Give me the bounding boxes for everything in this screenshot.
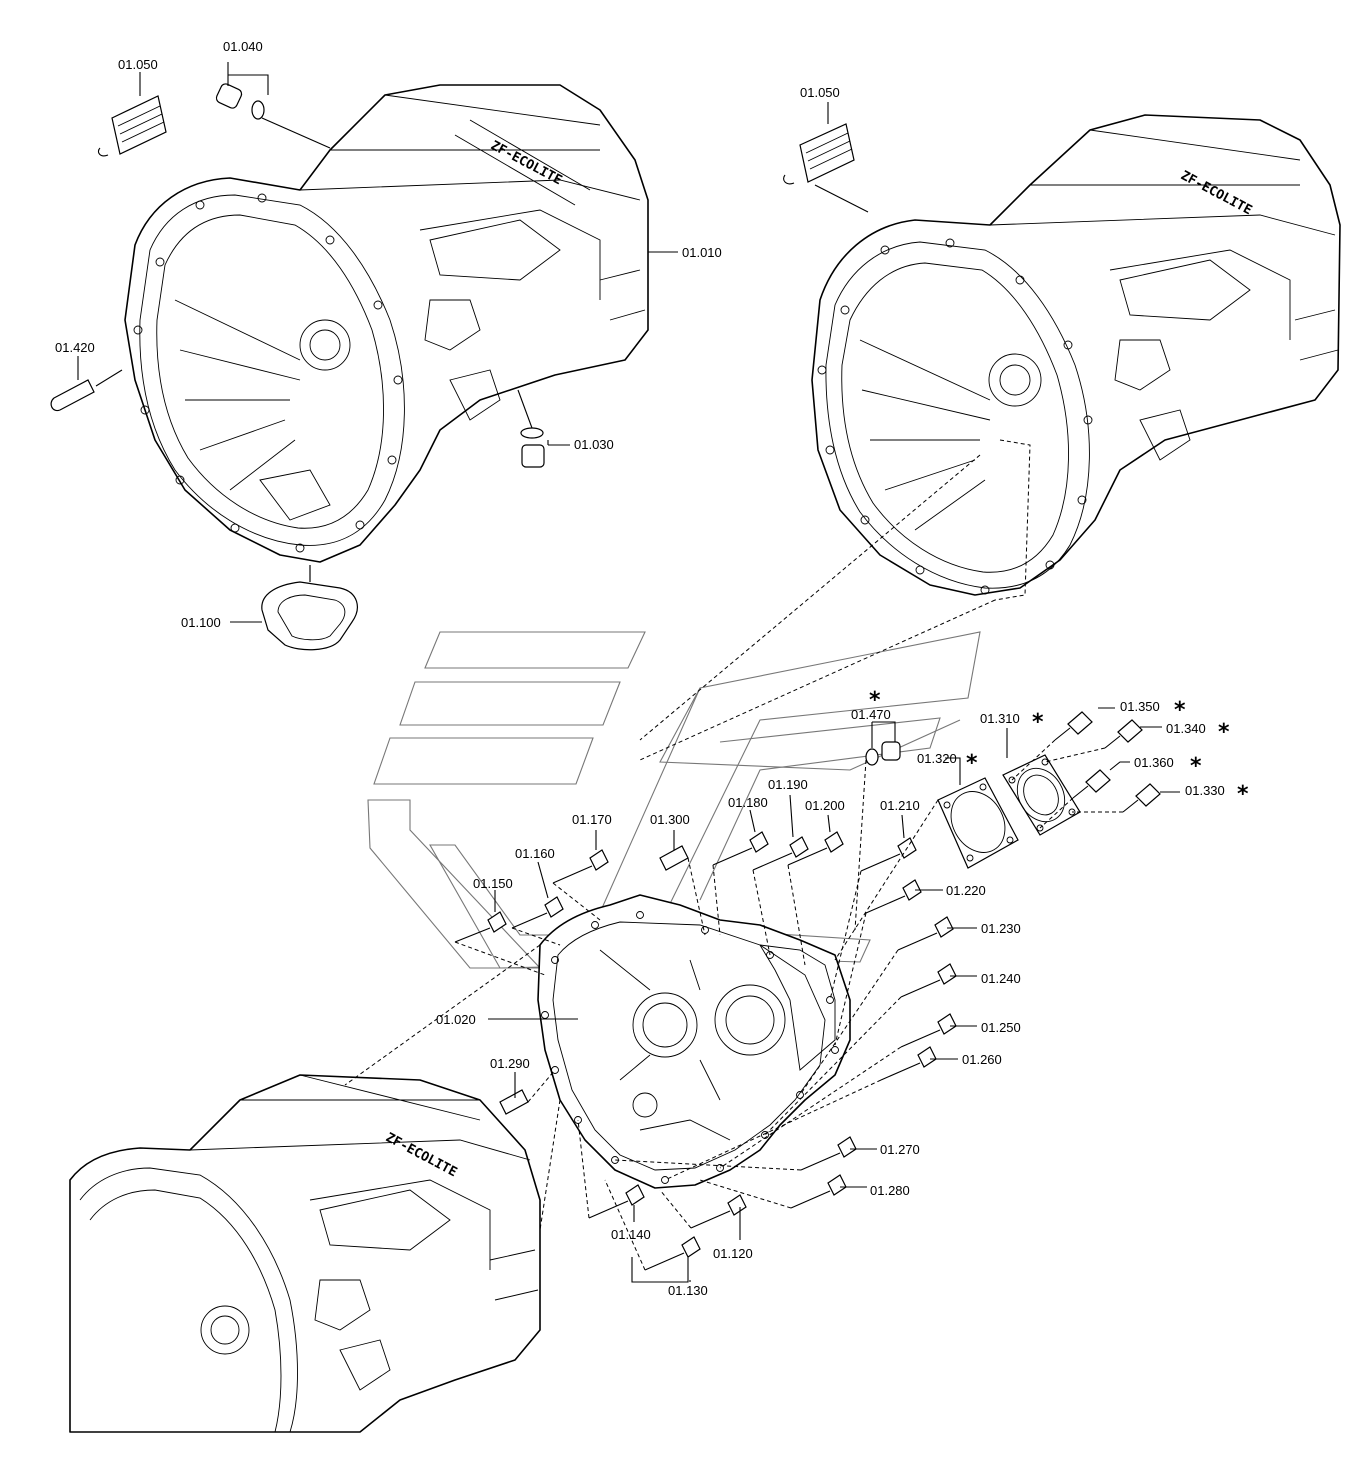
- label-01120: 01.120: [713, 1246, 753, 1261]
- plate-01050-top-left: [97, 95, 167, 157]
- label-01200: 01.200: [805, 798, 845, 813]
- plug-01030: [517, 389, 545, 468]
- cover-01310: [1002, 754, 1081, 836]
- housing-bolts: [454, 831, 957, 1271]
- label-01170: 01.170: [572, 812, 612, 827]
- label-01050-right: 01.050: [800, 85, 840, 100]
- marker-01350: *: [1174, 698, 1186, 723]
- marker-01330: *: [1237, 782, 1249, 807]
- label-01350: 01.350: [1120, 699, 1160, 714]
- label-01050-left: 01.050: [118, 57, 158, 72]
- marker-01320: *: [966, 751, 978, 776]
- label-01140: 01.140: [611, 1227, 651, 1242]
- label-01320: 01.320: [917, 751, 957, 766]
- label-01290: 01.290: [490, 1056, 530, 1071]
- label-01160: 01.160: [515, 846, 555, 861]
- label-01180: 01.180: [728, 795, 768, 810]
- pin-01420: [50, 369, 123, 412]
- housing-bolt-holes: [541, 911, 839, 1184]
- plug-01040: [215, 83, 331, 149]
- label-01280: 01.280: [870, 1183, 910, 1198]
- label-01250: 01.250: [981, 1020, 1021, 1035]
- gearbox-housing-bottom-left: ZF-ECOLITE: [69, 1074, 541, 1433]
- flange-bolts-right: [817, 238, 1093, 595]
- marker-01470: *: [869, 688, 881, 713]
- label-01210: 01.210: [880, 798, 920, 813]
- plug-01470: [865, 741, 901, 766]
- label-01360: 01.360: [1134, 755, 1174, 770]
- marker-01340: *: [1218, 720, 1230, 745]
- label-01190: 01.190: [768, 777, 808, 792]
- marker-01310: *: [1032, 710, 1044, 735]
- label-01420: 01.420: [55, 340, 95, 355]
- asterisk-markers: * * * * * * *: [869, 688, 1249, 807]
- label-01040: 01.040: [223, 39, 263, 54]
- label-01100: 01.100: [181, 615, 221, 630]
- label-01150: 01.150: [473, 876, 513, 891]
- label-01010: 01.010: [682, 245, 722, 260]
- label-01340: 01.340: [1166, 721, 1206, 736]
- label-01260: 01.260: [962, 1052, 1002, 1067]
- label-01330: 01.330: [1185, 783, 1225, 798]
- label-01240: 01.240: [981, 971, 1021, 986]
- flange-bolts: [133, 193, 403, 553]
- gasket-01320: [937, 777, 1019, 869]
- dowel-01290: [499, 1089, 529, 1115]
- watermark-logo: [367, 631, 981, 969]
- assembly-lines: [344, 439, 1123, 1271]
- label-01020: 01.020: [436, 1012, 476, 1027]
- label-01300: 01.300: [650, 812, 690, 827]
- label-01310: 01.310: [980, 711, 1020, 726]
- marker-01360: *: [1190, 754, 1202, 779]
- label-01130: 01.130: [668, 1283, 708, 1298]
- label-01030: 01.030: [574, 437, 614, 452]
- label-01230: 01.230: [981, 921, 1021, 936]
- leader-lines: [77, 62, 1180, 1283]
- gasket-01100: [261, 565, 358, 651]
- part-labels: 01.010 01.030 01.040 01.050 01.050 01.42…: [55, 39, 1225, 1298]
- gearbox-housing-top-right: ZF-ECOLITE: [811, 114, 1341, 596]
- cover-bolts: [1054, 711, 1161, 813]
- plate-01050-top-right: [783, 123, 869, 213]
- clutch-housing-01020: [537, 894, 851, 1189]
- label-01220: 01.220: [946, 883, 986, 898]
- label-01470: 01.470: [851, 707, 891, 722]
- gearbox-housing-top-left: ZF-ECOLITE: [124, 84, 649, 563]
- label-01270: 01.270: [880, 1142, 920, 1157]
